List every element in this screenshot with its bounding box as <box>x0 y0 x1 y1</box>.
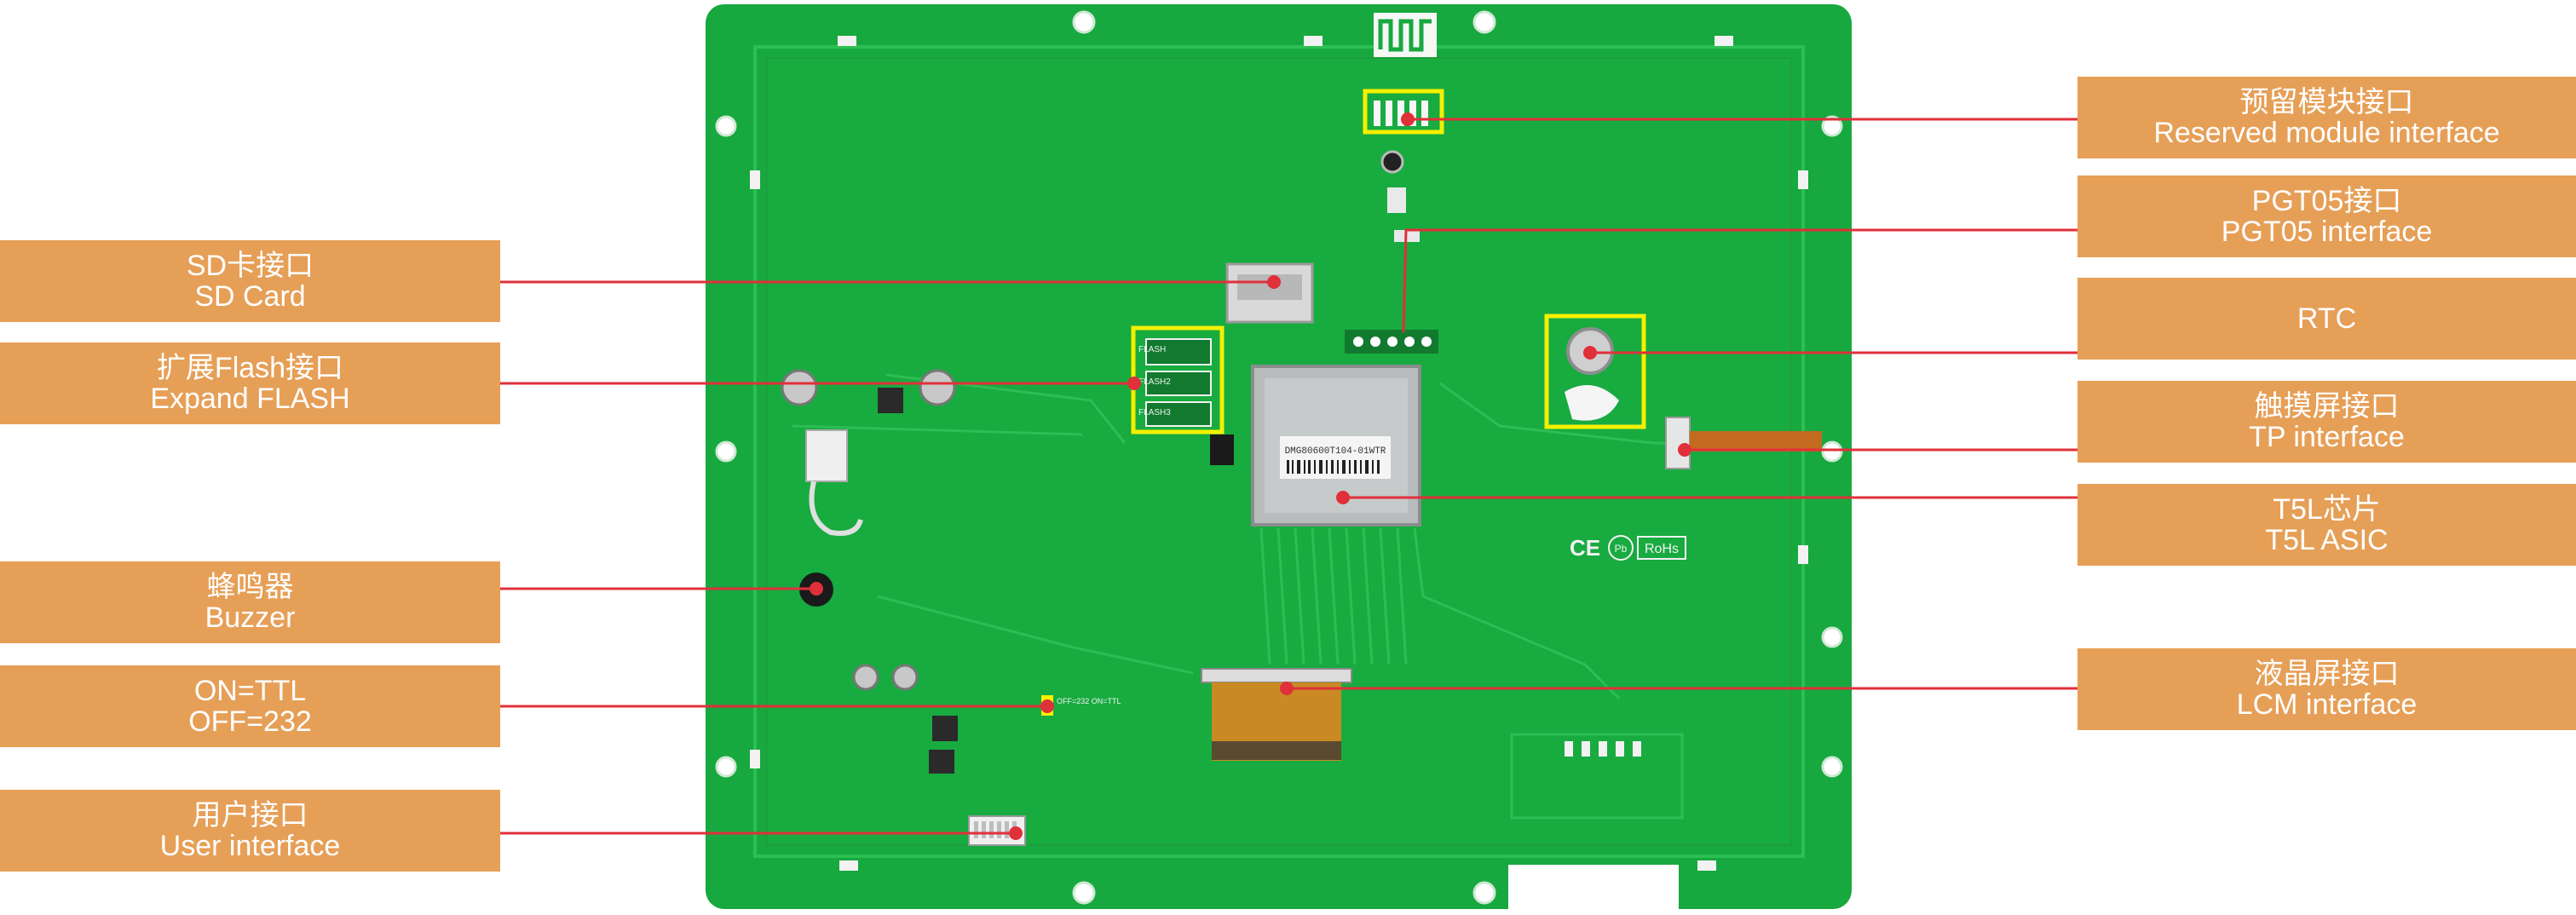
label-rtc: RTC <box>2078 278 2576 360</box>
label-cn: 蜂鸣器 <box>206 571 294 603</box>
mounting-hole <box>1821 626 1843 648</box>
mounting-hole <box>1821 440 1843 463</box>
power-connector <box>805 429 848 482</box>
board-notch <box>1508 865 1679 909</box>
label-en: SD Card <box>194 280 306 313</box>
flash-silkscreen-2: FLASH2 <box>1138 377 1171 387</box>
label-cn: 预留模块接口 <box>2239 86 2414 118</box>
inductor <box>878 388 903 413</box>
tp-connector <box>1665 417 1691 469</box>
label-buzzer: 蜂鸣器 Buzzer <box>0 561 500 643</box>
mounting-hole <box>715 440 737 463</box>
switch-silkscreen: OFF=232 ON=TTL <box>1057 697 1121 705</box>
edge-clips <box>750 36 1808 871</box>
label-tp-interface: 触摸屏接口 TP interface <box>2078 381 2576 463</box>
inductor <box>932 716 958 741</box>
edge-clip <box>1697 860 1716 871</box>
label-cn: 液晶屏接口 <box>2254 658 2400 690</box>
flash-chip-2 <box>1145 371 1212 396</box>
capacitor <box>781 369 818 406</box>
pb-free-mark <box>1608 535 1634 561</box>
ttl-232-switch <box>1041 695 1053 716</box>
bottom-header-outline <box>1510 733 1684 820</box>
flash-silkscreen-1: FLASH <box>1138 345 1166 354</box>
label-en: TP interface <box>2249 421 2405 453</box>
label-en: Reserved module interface <box>2153 117 2500 149</box>
edge-clip <box>1798 170 1808 189</box>
mounting-hole <box>715 115 737 137</box>
bottom-header-pins <box>1565 741 1641 757</box>
mounting-hole <box>1821 756 1843 778</box>
edge-clip <box>839 860 858 871</box>
label-lcm-interface: 液晶屏接口 LCM interface <box>2078 648 2576 730</box>
label-pgt05: PGT05接口 PGT05 interface <box>2078 176 2576 257</box>
edge-clip <box>1304 36 1323 46</box>
module-component <box>1394 230 1420 242</box>
lcm-connector <box>1201 668 1352 683</box>
label-cn: 用户接口 <box>192 799 308 832</box>
label-en: T5L ASIC <box>2265 524 2389 556</box>
label-cn: T5L芯片 <box>2273 493 2381 526</box>
label-en: Expand FLASH <box>150 383 350 415</box>
chip-barcode <box>1287 460 1380 474</box>
capacitor <box>919 369 956 406</box>
module-component <box>1380 150 1404 174</box>
lcm-flex-cable-end <box>1212 741 1341 760</box>
flash-silkscreen-3: FLASH3 <box>1138 408 1171 417</box>
rtc-battery <box>1566 327 1614 375</box>
reserved-module-highlight <box>1363 89 1444 135</box>
label-en: LCM interface <box>2236 688 2418 721</box>
chip-label <box>1280 436 1391 479</box>
flash-chip-3 <box>1145 401 1212 427</box>
label-sd-card: SD卡接口 SD Card <box>0 240 500 322</box>
edge-clip <box>838 36 856 46</box>
label-en: User interface <box>159 830 341 862</box>
label-reserved-module: 预留模块接口 Reserved module interface <box>2078 77 2576 158</box>
small-ic <box>1210 434 1234 465</box>
label-user-interface: 用户接口 User interface <box>0 790 500 872</box>
label-ttl-switch: ON=TTL OFF=232 <box>0 665 500 747</box>
inductor <box>929 750 954 774</box>
mounting-hole <box>1472 881 1496 905</box>
mounting-holes <box>715 10 1843 905</box>
ce-mark: CE <box>1570 535 1600 561</box>
capacitor <box>852 664 879 691</box>
label-en: PGT05 interface <box>2221 216 2433 248</box>
rtc-battery-holder <box>1565 385 1619 421</box>
label-cn: RTC <box>2297 302 2357 335</box>
mounting-hole <box>1472 10 1496 34</box>
label-en: OFF=232 <box>188 705 312 738</box>
mounting-hole <box>1072 10 1096 34</box>
edge-clip <box>1798 545 1808 564</box>
power-wire <box>809 481 863 536</box>
label-cn: PGT05接口 <box>2251 185 2402 217</box>
mounting-hole <box>715 756 737 778</box>
edge-clip <box>750 750 760 768</box>
label-cn: 触摸屏接口 <box>2254 390 2400 423</box>
label-cn: SD卡接口 <box>186 250 314 282</box>
mounting-hole <box>1821 115 1843 137</box>
pgt05-pins <box>1353 337 1432 347</box>
tp-flex-cable <box>1690 431 1822 452</box>
edge-clip <box>1714 36 1733 46</box>
label-cn: ON=TTL <box>193 675 307 707</box>
sd-card-slot-inner <box>1237 274 1302 300</box>
rohs-mark <box>1637 536 1686 560</box>
label-expand-flash: 扩展Flash接口 Expand FLASH <box>0 342 500 424</box>
capacitor <box>891 664 919 691</box>
antenna-trace <box>1378 19 1432 52</box>
buzzer <box>799 573 833 607</box>
label-en: Buzzer <box>205 601 296 634</box>
label-t5l-asic: T5L芯片 T5L ASIC <box>2078 484 2576 566</box>
rohs-mark-text: RoHs <box>1645 542 1679 556</box>
label-cn: 扩展Flash接口 <box>156 352 344 384</box>
edge-clip <box>750 170 760 189</box>
pb-mark-text: Pb <box>1615 543 1628 555</box>
mounting-hole <box>1072 881 1096 905</box>
chip-marking: DMG80600T104-01WTR <box>1285 446 1386 457</box>
module-component <box>1387 187 1406 213</box>
flash-chip-1 <box>1145 338 1212 365</box>
